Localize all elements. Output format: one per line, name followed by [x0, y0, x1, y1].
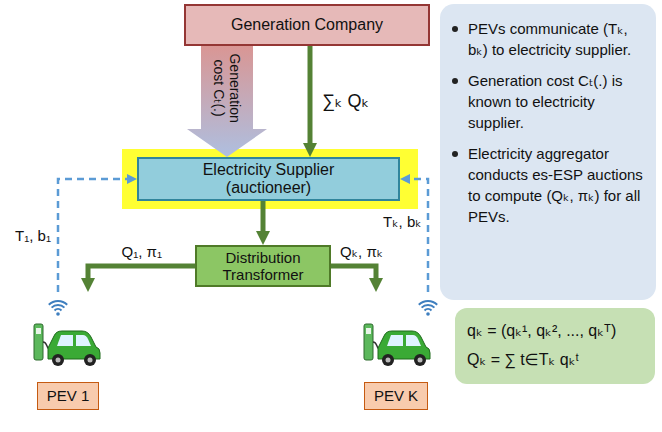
energy-flow-arrow	[331, 266, 376, 280]
edge-label: ∑ₖ Qₖ	[322, 91, 369, 113]
edge-label: Generation cost Cₜ(.)	[211, 46, 243, 130]
node-text: Generation Company	[231, 15, 383, 34]
bullet-text: PEVs communicate (Tₖ, bₖ) to electricity…	[468, 18, 646, 60]
edge-label: Q₁, π₁	[122, 243, 162, 261]
vehicle-label: PEV 1	[37, 382, 100, 410]
node-text: qₖ = (qₖ¹, qₖ², ..., qₖᵀ)	[467, 317, 643, 346]
vehicle-node: PEV K	[356, 292, 436, 412]
edge-label: Tₖ, bₖ	[383, 213, 422, 231]
bid-signal-arrow	[58, 179, 129, 292]
bullet-dot	[452, 26, 458, 32]
supplier-box: Electricity Supplier(auctioneer)	[137, 157, 400, 201]
bullet-text: Electricity aggregator conducts es-ESP a…	[468, 143, 646, 227]
energy-flow-arrow	[261, 201, 266, 233]
bullet-dot	[452, 78, 458, 84]
edge-label: T₁, b₁	[15, 227, 51, 245]
node-text: Electricity Supplier	[203, 161, 335, 179]
node-text: Qₖ = ∑ t∈Tₖ qₖᵗ	[467, 346, 643, 375]
bullet-row: Generation cost Cₜ(.) is known to electr…	[452, 70, 646, 133]
energy-flow-arrow	[88, 266, 195, 280]
info-panel: PEVs communicate (Tₖ, bₖ) to electricity…	[440, 4, 656, 300]
transformer-box: Distribution Transformer	[195, 245, 331, 287]
highlight-band	[122, 149, 418, 209]
vehicle-node: PEV 1	[28, 292, 108, 412]
formula-box: qₖ = (qₖ¹, qₖ², ..., qₖᵀ)Qₖ = ∑ t∈Tₖ qₖᵗ	[455, 308, 655, 384]
edge-label: Qₖ, πₖ	[340, 243, 383, 261]
energy-flow-arrow	[308, 46, 313, 145]
bid-signal-arrow	[408, 179, 428, 292]
wifi-icon	[419, 301, 437, 316]
vehicle-label: PEV K	[364, 382, 428, 410]
wifi-icon	[49, 301, 67, 316]
bullet-dot	[452, 151, 458, 157]
node-text: (auctioneer)	[226, 179, 311, 197]
node-text: Distribution Transformer	[205, 249, 321, 284]
ev-icon	[364, 324, 430, 366]
company-box: Generation Company	[184, 4, 430, 46]
bullet-row: Electricity aggregator conducts es-ESP a…	[452, 143, 646, 227]
bullet-text: Generation cost Cₜ(.) is known to electr…	[468, 70, 646, 133]
bullet-row: PEVs communicate (Tₖ, bₖ) to electricity…	[452, 18, 646, 60]
ev-icon	[34, 324, 100, 366]
cost-flow-arrow	[187, 46, 267, 157]
